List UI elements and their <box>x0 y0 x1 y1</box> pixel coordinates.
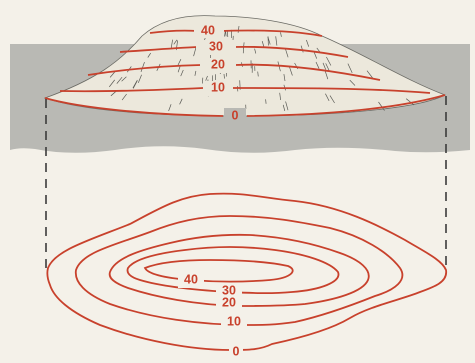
elevation-label-20: 20 <box>211 57 225 71</box>
elevation-label-30: 30 <box>209 39 223 53</box>
elevation-label-10: 10 <box>211 80 225 94</box>
plan-label-40: 40 <box>184 272 198 286</box>
plan-label-0: 0 <box>233 344 240 358</box>
plan-label-20: 20 <box>222 295 236 309</box>
hatch-stroke <box>266 99 267 104</box>
hatch-stroke <box>224 74 225 79</box>
plan-labels: 40 30 20 10 0 <box>178 272 247 359</box>
elevation-label-0: 0 <box>232 108 239 122</box>
plan-label-10: 10 <box>227 314 241 328</box>
plan-contour-40 <box>145 260 293 282</box>
elevation-label-40: 40 <box>201 23 215 37</box>
